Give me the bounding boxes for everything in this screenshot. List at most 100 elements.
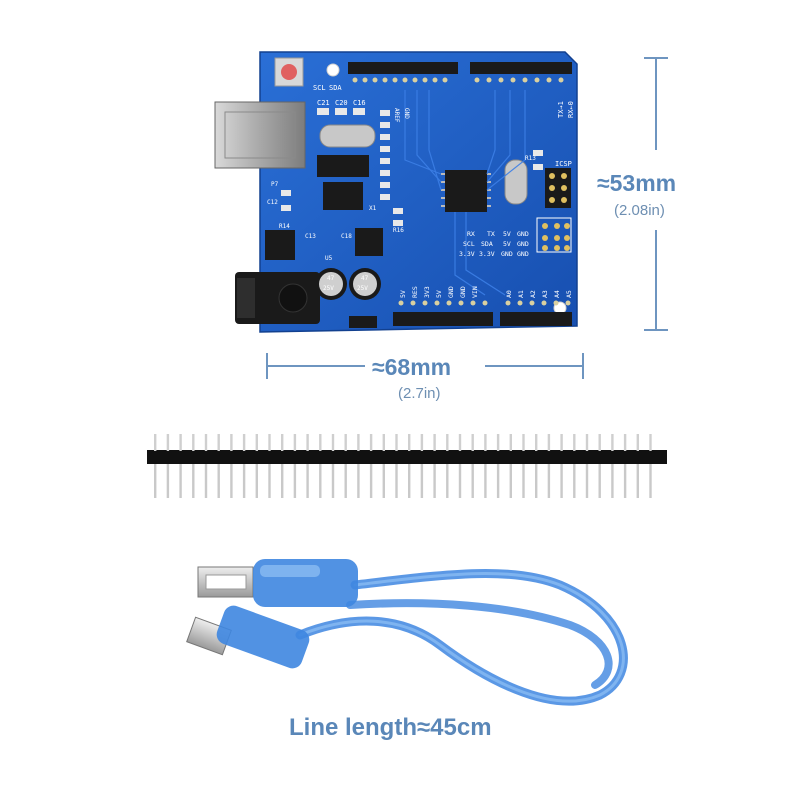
header-pin-top — [255, 434, 258, 451]
header-pin-bottom — [547, 464, 551, 498]
header-pin-top — [192, 434, 195, 451]
svg-text:R14: R14 — [279, 223, 290, 230]
header-pin-top — [496, 434, 500, 451]
svg-text:VIN: VIN — [471, 286, 479, 298]
header-pin-top — [535, 434, 538, 451]
header-pin-bottom — [230, 464, 233, 498]
header-pin-top — [420, 434, 424, 451]
header-pin-top — [281, 434, 284, 451]
header-pin-top — [154, 434, 157, 451]
svg-text:U5: U5 — [325, 255, 333, 262]
header-pin-top — [179, 434, 182, 451]
header-pin-bottom — [306, 464, 309, 498]
header-pin-bottom — [395, 464, 398, 498]
pin-header-strip — [147, 434, 667, 498]
svg-text:RX: RX — [467, 230, 475, 238]
svg-text:A4: A4 — [553, 290, 561, 298]
width-dimension-cap-left — [266, 353, 268, 379]
svg-text:RX←0: RX←0 — [567, 101, 575, 118]
width-metric-label: ≈68mm — [372, 354, 452, 380]
pin-header-body — [147, 450, 667, 464]
svg-text:GND: GND — [403, 108, 410, 119]
header-pin-top — [382, 434, 385, 451]
header-pin-bottom — [268, 464, 271, 498]
header-pin-top — [166, 434, 170, 451]
bottom-header — [393, 312, 572, 326]
header-pin-top — [306, 434, 309, 451]
svg-text:25V: 25V — [357, 285, 368, 292]
svg-text:5V: 5V — [435, 290, 443, 298]
header-pin-bottom — [649, 464, 652, 498]
header-pin-top — [598, 434, 601, 451]
svg-text:3V3: 3V3 — [423, 286, 431, 298]
header-pin-bottom — [535, 464, 538, 498]
header-pin-bottom — [636, 464, 639, 498]
usb-b-plug — [186, 605, 310, 669]
width-imperial-label: (2.7in) — [398, 385, 441, 402]
header-pin-bottom — [433, 464, 436, 498]
svg-text:3.3V: 3.3V — [459, 250, 475, 258]
svg-text:R13: R13 — [525, 155, 536, 162]
silk-scl-sda: SCL — [313, 84, 326, 92]
header-pin-bottom — [179, 464, 182, 498]
svg-text:AREF: AREF — [393, 108, 400, 123]
header-pin-bottom — [357, 464, 360, 498]
header-pin-bottom — [166, 464, 170, 498]
height-dimension-cap-top — [644, 57, 668, 59]
svg-text:C20: C20 — [335, 99, 348, 107]
header-pin-bottom — [598, 464, 601, 498]
header-pin-bottom — [496, 464, 500, 498]
header-pin-top — [217, 434, 220, 451]
header-pin-bottom — [331, 464, 335, 498]
svg-text:GND: GND — [459, 286, 467, 298]
header-pin-bottom — [611, 464, 614, 498]
svg-text:C21: C21 — [317, 99, 330, 107]
header-pin-bottom — [585, 464, 589, 498]
header-pin-top — [585, 434, 589, 451]
header-pin-top — [509, 434, 512, 451]
header-pin-top — [611, 434, 614, 451]
svg-text:A5: A5 — [565, 290, 573, 298]
cable-length-caption: Line length≈45cm — [289, 714, 492, 741]
svg-text:A0: A0 — [505, 290, 513, 298]
usb-serial-chip — [317, 155, 369, 177]
header-pin-top — [293, 434, 297, 451]
svg-text:25V: 25V — [323, 285, 334, 292]
header-pin-top — [395, 434, 398, 451]
header-pin-bottom — [560, 464, 563, 498]
header-pin-top — [573, 434, 576, 451]
header-pin-top — [331, 434, 335, 451]
arduino-board: SCL SDA C21 C20 C16 TX→1 RX←0 ICSP RX TX… — [214, 51, 578, 333]
svg-text:47: 47 — [361, 275, 369, 282]
header-pin-top — [357, 434, 360, 451]
header-pin-top — [344, 434, 347, 451]
svg-text:C13: C13 — [305, 233, 316, 240]
svg-text:C12: C12 — [267, 199, 278, 206]
header-pin-bottom — [192, 464, 195, 498]
header-pin-top — [230, 434, 233, 451]
header-pin-top — [547, 434, 551, 451]
svg-text:RES: RES — [411, 286, 419, 298]
svg-text:GND: GND — [517, 240, 529, 248]
header-pin-bottom — [573, 464, 576, 498]
header-pin-bottom — [319, 464, 322, 498]
header-pin-top — [268, 434, 271, 451]
height-imperial-label: (2.08in) — [614, 202, 665, 219]
mcu-chip — [445, 170, 487, 212]
header-pin-bottom — [369, 464, 373, 498]
svg-text:3.3V: 3.3V — [479, 250, 495, 258]
svg-text:47: 47 — [327, 275, 335, 282]
svg-text:C18: C18 — [341, 233, 352, 240]
header-pin-top — [204, 434, 208, 451]
svg-text:SDA: SDA — [329, 84, 342, 92]
svg-text:SCL: SCL — [463, 240, 475, 248]
header-pin-top — [408, 434, 411, 451]
header-pin-top — [446, 434, 449, 451]
header-pin-top — [522, 434, 525, 451]
header-pin-top — [649, 434, 652, 451]
svg-text:A3: A3 — [541, 290, 549, 298]
usb-cable — [186, 559, 628, 706]
header-pin-bottom — [204, 464, 208, 498]
header-pin-bottom — [420, 464, 424, 498]
header-pin-bottom — [154, 464, 157, 498]
